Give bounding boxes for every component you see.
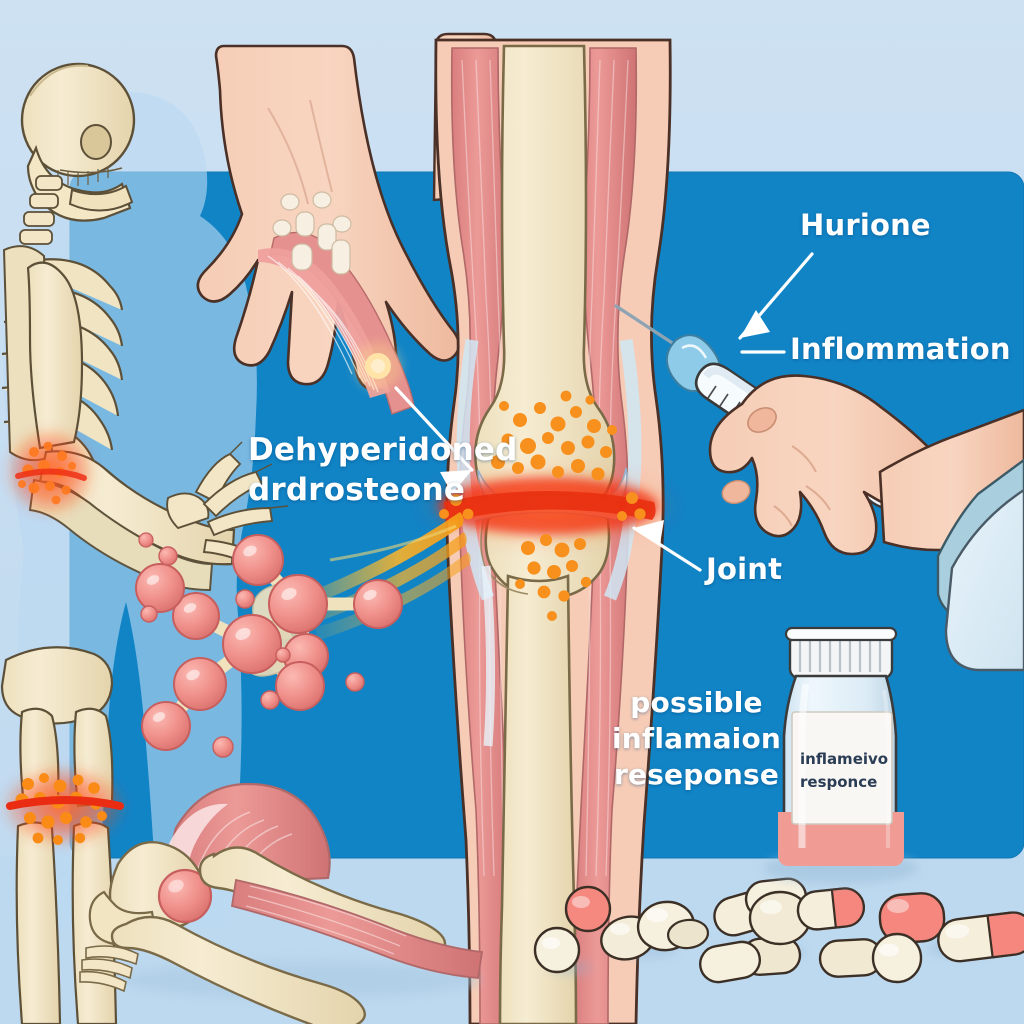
hand-bones: [272, 191, 352, 275]
anatomical-hand: [196, 44, 461, 415]
pill-capsule: [796, 887, 866, 931]
thumbnail: [747, 407, 777, 433]
leader-lines: [394, 252, 814, 572]
label-drug-name: Dehyperidoned drdrosteone: [248, 432, 518, 509]
humerus: [26, 261, 84, 450]
joint-inflammation: [416, 390, 680, 621]
tibia-left: [15, 821, 62, 1024]
foot-bones: [79, 945, 139, 993]
molecule-atoms: [135, 532, 403, 758]
cervical-spine: [19, 175, 63, 245]
bone-specimen: [79, 782, 484, 1024]
leader-hormone: [738, 252, 814, 340]
label-hormone: Hurione: [800, 208, 931, 242]
elbow-inflammation: [4, 426, 96, 518]
leader-drug: [394, 386, 474, 494]
leader-joint: [632, 520, 702, 572]
pelvis: [0, 646, 114, 725]
pill-caplet: [698, 940, 762, 984]
patella: [157, 868, 213, 924]
pill-tablet: [871, 932, 923, 984]
label-inflammation: Inflommation: [790, 332, 1011, 366]
cap-ribs: [798, 640, 882, 672]
pill-tablet: [533, 926, 581, 974]
bottle-label: [791, 711, 893, 825]
bottle-label-text: inflameivo responce: [800, 750, 889, 791]
medicine-bottle[interactable]: [763, 626, 920, 884]
pill-tablet-pink: [564, 885, 612, 933]
molecule-model: [135, 532, 403, 758]
skeleton-figure: [0, 62, 289, 1024]
knee-inflammation-skeleton: [0, 764, 128, 848]
syringe-assembly: [614, 304, 1024, 672]
pill-capsule: [937, 911, 1024, 963]
lab-coat-sleeve: [944, 488, 1024, 672]
tibia-shaft: [498, 574, 578, 1024]
label-inflammation-response: possible inflamaion reseponse: [612, 686, 782, 791]
inflammation-granules: [439, 390, 646, 621]
label-joint: Joint: [706, 552, 783, 586]
pill-group: [533, 877, 1024, 984]
